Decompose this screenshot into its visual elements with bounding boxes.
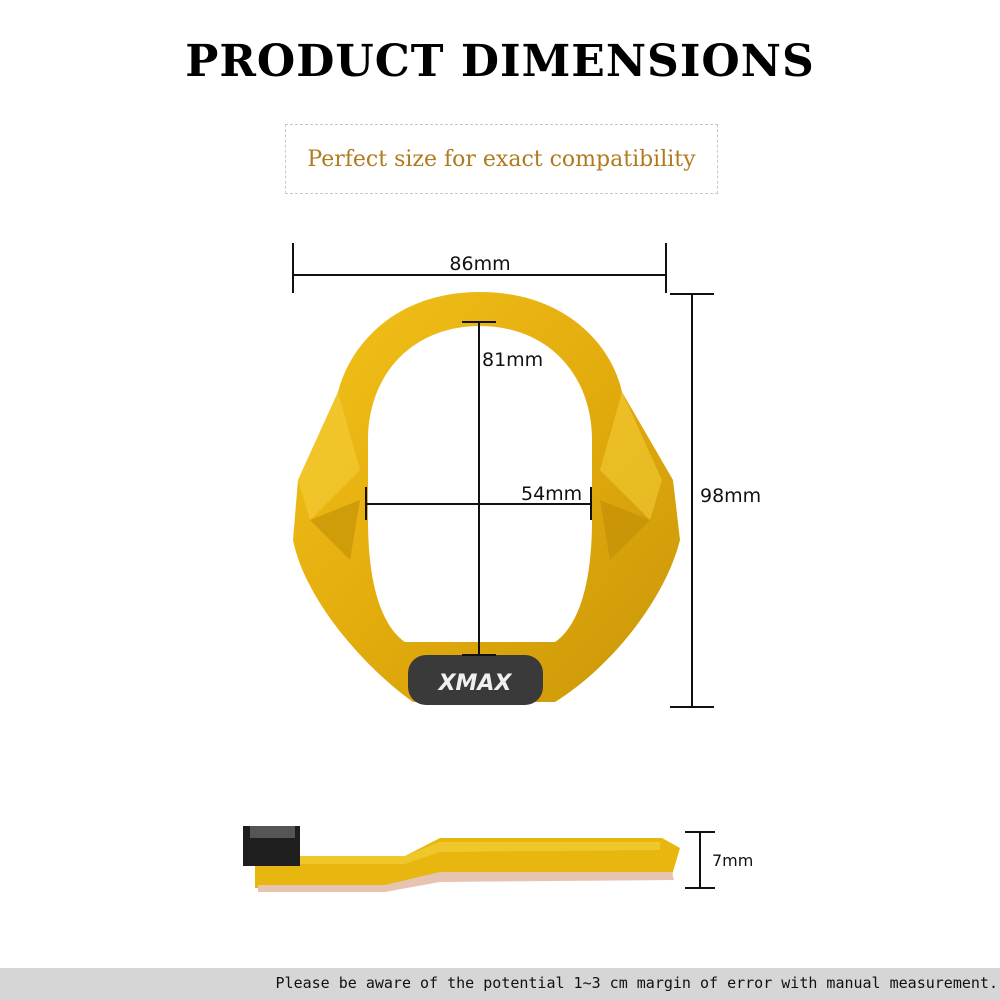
width-label: 86mm	[449, 253, 510, 275]
inner-width-dimension	[365, 487, 592, 520]
page-title: PRODUCT DIMENSIONS	[185, 36, 815, 87]
logo-plate	[408, 655, 543, 705]
inner-height-label: 81mm	[482, 349, 543, 371]
product-body: XMAX	[293, 292, 680, 705]
height-dimension	[670, 293, 714, 708]
height-label: 98mm	[700, 485, 761, 507]
side-view	[243, 826, 680, 892]
footer-bar: Please be aware of the potential 1~3 cm …	[0, 968, 1000, 1000]
footer-note: Please be aware of the potential 1~3 cm …	[275, 974, 998, 992]
logo-text: XMAX	[437, 671, 513, 696]
inner-height-dimension	[462, 321, 496, 656]
thickness-label: 7mm	[712, 851, 753, 870]
inner-width-label: 54mm	[521, 483, 582, 505]
width-dimension	[292, 243, 667, 293]
subtitle-box: Perfect size for exact compatibility	[285, 124, 718, 194]
subtitle: Perfect size for exact compatibility	[307, 146, 696, 172]
thickness-dimension	[685, 831, 715, 889]
